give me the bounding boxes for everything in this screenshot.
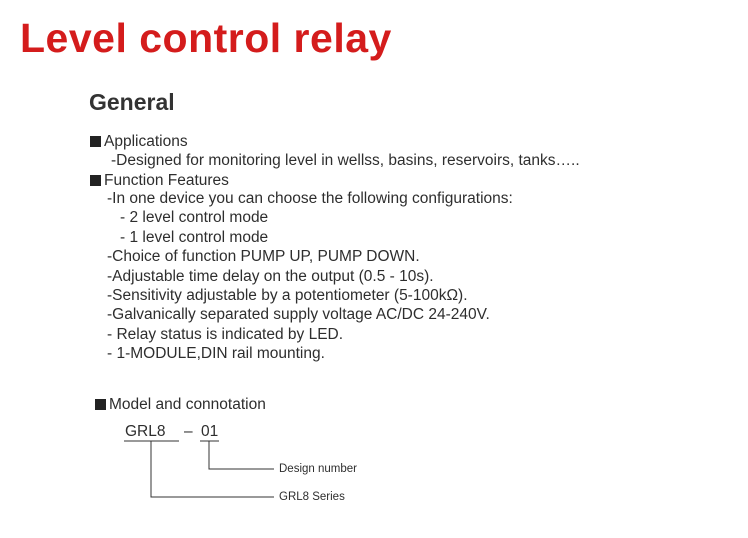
page-title: Level control relay — [20, 15, 392, 61]
section-heading: General — [89, 89, 175, 115]
function-features-heading: Function Features — [90, 173, 229, 189]
list-item: -Designed for monitoring level in wellss… — [111, 152, 580, 169]
applications-heading-label: Applications — [104, 133, 188, 150]
square-bullet-icon — [90, 136, 101, 147]
list-item: - 2 level control mode — [120, 209, 269, 226]
list-item: -Sensitivity adjustable by a potentiomet… — [107, 287, 468, 304]
model-heading-label: Model and connotation — [109, 396, 266, 413]
list-item: - 1-MODULE,DIN rail mounting. — [107, 345, 325, 362]
list-item: - Relay status is indicated by LED. — [107, 326, 344, 343]
model-design-code: 01 — [201, 423, 219, 440]
model-series-code: GRL8 — [125, 423, 166, 440]
list-item: -In one device you can choose the follow… — [107, 190, 513, 207]
function-features-heading-label: Function Features — [104, 172, 229, 189]
model-dash: – — [184, 423, 193, 440]
model-heading: Model and connotation — [95, 397, 266, 413]
applications-heading: Applications — [90, 134, 188, 150]
series-label: GRL8 Series — [279, 491, 345, 503]
design-number-label: Design number — [279, 463, 357, 475]
square-bullet-icon — [95, 399, 106, 410]
square-bullet-icon — [90, 175, 101, 186]
list-item: -Choice of function PUMP UP, PUMP DOWN. — [107, 248, 420, 265]
list-item: -Adjustable time delay on the output (0.… — [107, 268, 434, 285]
series-connector — [150, 441, 274, 498]
list-item: -Galvanically separated supply voltage A… — [107, 306, 490, 323]
list-item: - 1 level control mode — [120, 229, 269, 246]
design-connector — [208, 441, 274, 470]
